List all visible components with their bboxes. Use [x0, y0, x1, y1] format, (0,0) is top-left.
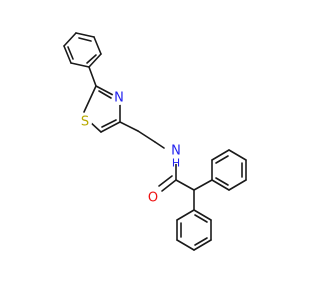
amide-nitrogen-symbol: N: [171, 144, 181, 159]
bond-phenyl-thiazole: [88, 66, 97, 87]
phenyl-ring-bottom: [176, 209, 212, 251]
atom-label-sulfur: S: [78, 115, 92, 130]
atom-label-amide-nitrogen: N H: [167, 144, 185, 170]
thiazole-nitrogen-symbol: N: [114, 91, 124, 106]
sulfur-symbol: S: [81, 115, 89, 130]
phenyl-ring-top: [63, 32, 102, 68]
ethyl-linker: [119, 121, 165, 149]
atom-label-carbonyl-oxygen: O: [146, 191, 160, 206]
phenyl-ring-right: [211, 149, 247, 191]
atom-label-thiazole-nitrogen: N: [112, 91, 126, 106]
carbonyl-oxygen-symbol: O: [148, 191, 158, 206]
molecule-structure-diagram: S N N H O: [63, 32, 247, 251]
bond-ch-phenyl-right: [193, 179, 213, 191]
amide-group: [158, 162, 195, 192]
amide-hydrogen-symbol: H: [172, 157, 180, 170]
